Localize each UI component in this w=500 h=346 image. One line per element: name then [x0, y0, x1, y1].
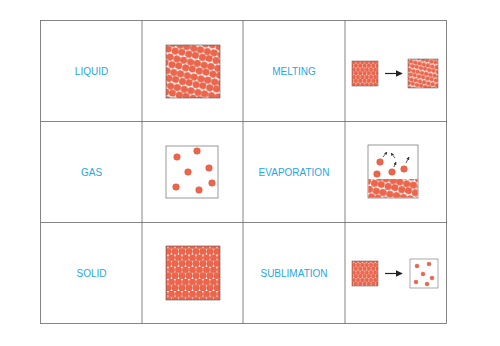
cell-label: SOLID	[76, 268, 106, 279]
solid-particles	[166, 246, 220, 300]
gas-particles	[166, 146, 218, 198]
table-grid	[41, 21, 447, 324]
cell-label: EVAPORATION	[259, 167, 330, 178]
table-cell: LIQUID	[41, 21, 142, 121]
liquid-particles	[166, 45, 220, 98]
cell-label: LIQUID	[75, 66, 108, 77]
cell-label: GAS	[81, 167, 102, 178]
table-cell: MELTING	[243, 21, 345, 121]
table-cell: SUBLIMATION	[243, 223, 345, 323]
sublimation-illustration	[352, 259, 438, 288]
table-cell: EVAPORATION	[243, 122, 345, 222]
table-cell: GAS	[41, 122, 142, 222]
melting-illustration	[352, 59, 438, 88]
table-cell: SOLID	[41, 223, 142, 323]
cell-label: SUBLIMATION	[260, 268, 327, 279]
evaporation-illustration	[368, 145, 418, 198]
cell-label: MELTING	[272, 66, 316, 77]
